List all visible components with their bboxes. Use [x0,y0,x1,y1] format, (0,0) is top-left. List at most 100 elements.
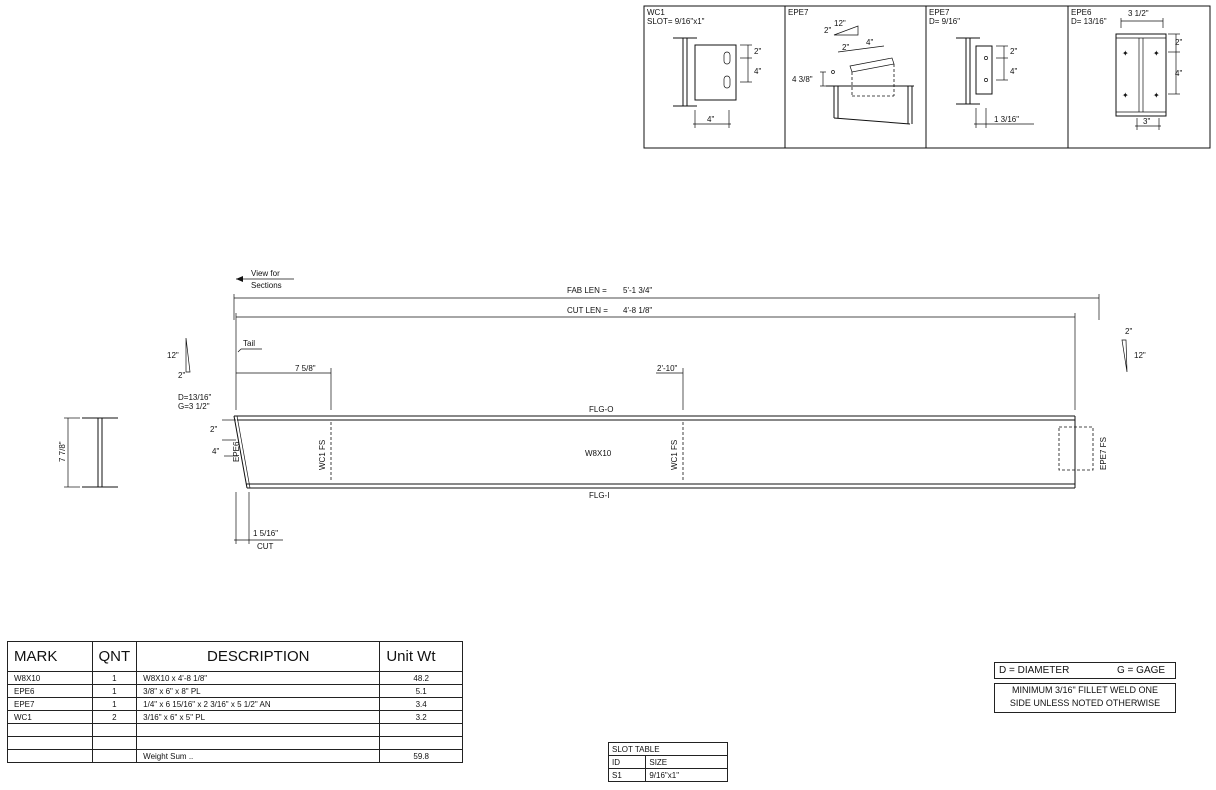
detail-wc1-dim-c: 4" [707,115,714,124]
tail-label: Tail [243,339,255,348]
bom-qnt: 1 [91,697,138,711]
detail-panels [643,5,1211,149]
detail-epe7-dim-a: 2" [842,43,849,52]
bom-qnt: 2 [91,710,138,724]
table-row [7,736,463,750]
bom-description: 3/8" x 6" x 8" PL [136,684,381,698]
slot-row-size: 9/16"x1" [645,768,728,782]
detail-wc1-slot: SLOT= 9/16"x1" [647,17,705,26]
detail-epe7b-diameter: D= 9/16" [929,17,960,26]
dim-7-5-8: 7 5/8" [295,364,316,373]
slot-row-id: S1 [607,768,647,782]
bom-unit-wt: 48.2 [379,671,463,685]
bom-mark: W8X10 [7,671,93,685]
cut-len-value: 4'-8 1/8" [623,306,652,315]
bom-qnt: 1 [91,671,138,685]
detail-epe6-dim-c: 3" [1143,117,1150,126]
bill-of-materials: MARK QNT DESCRIPTION Unit Wt W8X10 1 W8X… [7,641,463,763]
bom-description [136,736,381,750]
beam-elevation: View for Sections FAB LEN = 5'-1 3/4" CU… [58,269,1146,551]
detail-epe7-dim-b: 4" [866,38,873,47]
table-row: W8X10 1 W8X10 x 4'-8 1/8" 48.2 [7,671,463,685]
member-label: W8X10 [585,449,612,458]
detail-epe6-dim-b: 4" [1175,69,1182,78]
flg-i-label: FLG-I [589,491,609,500]
bom-description [136,723,381,737]
bom-qnt: 1 [91,684,138,698]
section-depth: 7 7/8" [58,441,67,462]
view-for-label: View for [251,269,280,278]
bom-header-description: DESCRIPTION [136,641,381,672]
bom-unit-wt [379,736,463,750]
detail-epe6-dim-top: 3 1/2" [1128,9,1149,18]
bom-unit-wt: 3.4 [379,697,463,711]
detail-epe7-slope-rise: 2" [824,26,831,35]
bom-mark: WC1 [7,710,93,724]
bom-description: 1/4" x 6 15/16" x 2 3/16" x 5 1/2" AN [136,697,381,711]
cut-len-label: CUT LEN = [567,306,608,315]
slot-col-id: ID [607,755,647,769]
weight-sum-value: 59.8 [379,749,463,763]
bom-unit-wt: 5.1 [379,684,463,698]
detail-epe7-title: EPE7 [788,8,809,17]
bom-qnt [91,736,138,750]
table-row: WC1 2 3/16" x 6" x 5" PL 3.2 [7,710,463,724]
bom-description: 3/16" x 6" x 5" PL [136,710,381,724]
slot-col-size: SIZE [645,755,728,769]
weight-sum-label: Weight Sum .. [136,749,381,763]
wc1-mid-label: WC1 FS [670,440,679,470]
left-plate-label: EPE6 [232,441,241,462]
detail-epe7b-title: EPE7 [929,8,950,17]
left-dim-4: 4" [212,447,219,456]
bom-unit-wt: 3.2 [379,710,463,724]
flg-o-label: FLG-O [589,405,613,414]
detail-epe7b-dim-c: 1 3/16" [994,115,1019,124]
gage-note: G=3 1/2" [178,402,210,411]
detail-epe7-slope-run: 12" [834,19,846,28]
slot-table-title: SLOT TABLE [608,742,728,756]
weight-sum-row: Weight Sum .. 59.8 [7,749,463,763]
detail-epe6-dim-a: 2" [1175,38,1182,47]
detail-epe6-title: EPE6 [1071,8,1092,17]
detail-epe6-diameter: D= 13/16" [1071,17,1107,26]
bom-mark [7,736,93,750]
left-dim-2: 2" [210,425,217,434]
right-slope-run: 12" [1134,351,1146,360]
cut-label: CUT [257,542,274,551]
weld-note-line1: MINIMUM 3/16" FILLET WELD ONE [1011,685,1159,695]
bom-unit-wt [379,723,463,737]
detail-epe7-angle: EPE7 12" 2" 2" 4" 4 3/8" [788,8,914,125]
table-row: EPE7 1 1/4" x 6 15/16" x 2 3/16" x 5 1/2… [7,697,463,711]
detail-epe7-plate: EPE7 D= 9/16" 2" 4" 1 3/16" [929,8,1034,128]
left-slope-run: 12" [167,351,179,360]
table-row: EPE6 1 3/8" x 6" x 8" PL 5.1 [7,684,463,698]
svg-text:✦: ✦ [1153,91,1160,100]
legend-diameter: D = DIAMETER [999,665,1070,676]
bom-header-mark: MARK [7,641,93,672]
fab-len-value: 5'-1 3/4" [623,286,652,295]
slot-table: SLOT TABLE ID SIZE S1 9/16"x1" [607,742,728,782]
right-slope-rise: 2" [1125,327,1132,336]
hole-diameter-note: D=13/16" [178,393,211,402]
detail-wc1: WC1 SLOT= 9/16"x1" 2" 4" 4" [647,8,761,128]
bom-mark [7,723,93,737]
detail-wc1-title: WC1 [647,8,665,17]
legend-box: D = DIAMETER G = GAGE [994,662,1176,679]
svg-text:✦: ✦ [1122,49,1129,58]
detail-epe7-dim-c: 4 3/8" [792,75,813,84]
detail-epe7b-dim-a: 2" [1010,47,1017,56]
table-row [7,723,463,737]
bom-mark: EPE6 [7,684,93,698]
wc1-left-label: WC1 FS [318,440,327,470]
svg-text:✦: ✦ [1153,49,1160,58]
bom-header-qnt: QNT [91,641,138,672]
cut-dim: 1 5/16" [253,529,278,538]
bom-mark: EPE7 [7,697,93,711]
left-slope-rise: 2" [178,371,185,380]
right-plate-label: EPE7 FS [1099,437,1108,470]
detail-epe6: EPE6 D= 13/16" 3 1/2" ✦ ✦ ✦ ✦ 2" 4" 3" [1071,8,1182,130]
dim-2-10: 2'-10" [657,364,678,373]
bom-header-unit-wt: Unit Wt [379,641,463,672]
detail-wc1-dim-a: 2" [754,47,761,56]
